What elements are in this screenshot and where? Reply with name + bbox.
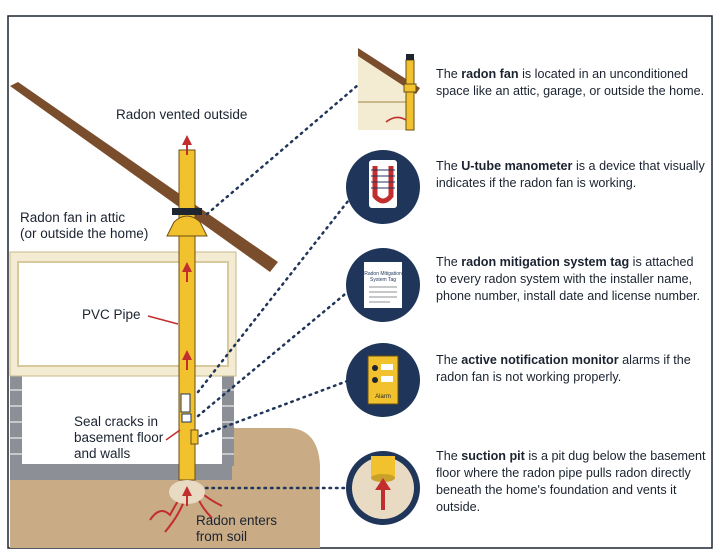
desc-notification-monitor: The active notification monitor alarms i… (436, 352, 706, 386)
desc-suction-pit: The suction pit is a pit dug below the b… (436, 448, 706, 516)
dotted-connectors (196, 83, 360, 490)
tag-line1: Radon Mitigation (364, 271, 402, 277)
desc-tag-pre: The (436, 255, 462, 269)
label-seal-line1: Seal cracks in (74, 414, 159, 429)
label-enters-line2: from soil (196, 529, 248, 544)
desc-monitor-post: alarms if the radon fan is not working p… (436, 353, 691, 384)
label-radon-enters: Radon enters from soil (196, 513, 296, 545)
desc-fan-bold: radon fan (461, 67, 519, 81)
fan-top-band (172, 208, 202, 215)
desc-manometer-bold: U-tube manometer (461, 159, 573, 173)
desc-monitor-pre: The (436, 353, 462, 367)
wall-monitor (190, 429, 199, 445)
desc-tag-bold: radon mitigation system tag (461, 255, 630, 269)
notification-monitor-icon: Alarm (346, 343, 420, 417)
tag-line2: System Tag (370, 277, 396, 283)
pipe-arrows (182, 135, 192, 506)
desc-pit-post: is a pit dug below the basement floor wh… (436, 449, 706, 514)
label-fan-line1: Radon fan in attic (20, 210, 126, 225)
roof-line (10, 82, 278, 272)
desc-monitor-bold: active notification monitor (461, 353, 619, 367)
suction-pit-icon (346, 451, 420, 525)
label-fan-in-attic: Radon fan in attic (or outside the home) (20, 210, 148, 242)
desc-system-tag: The radon mitigation system tag is attac… (436, 254, 706, 305)
label-vented-outside: Radon vented outside (116, 107, 248, 122)
basement-wall-right (222, 374, 234, 466)
seal-leader (165, 429, 181, 441)
label-pvc-pipe: PVC Pipe (82, 307, 141, 322)
basement-wall-left (10, 374, 22, 466)
label-enters-line1: Radon enters (196, 513, 278, 528)
desc-manometer-post: is a device that visually indicates if t… (436, 159, 705, 190)
desc-radon-fan: The radon fan is located in an unconditi… (436, 66, 706, 100)
label-seal-line2: basement floor (74, 430, 164, 445)
label-seal-line3: and walls (74, 446, 131, 461)
desc-manometer: The U-tube manometer is a device that vi… (436, 158, 706, 192)
desc-fan-pre: The (436, 67, 462, 81)
label-seal-cracks: Seal cracks in basement floor and walls (74, 414, 163, 462)
basement-wall-blocks (10, 389, 234, 455)
system-tag-icon: Radon Mitigation System Tag (346, 248, 420, 322)
desc-tag-post: is attached to every radon system with t… (436, 255, 700, 303)
radon-fan (166, 215, 208, 237)
soil (10, 428, 320, 548)
pvc-leader (147, 315, 179, 325)
monitor-alarm-text: Alarm (375, 394, 391, 400)
desc-pit-pre: The (436, 449, 462, 463)
desc-fan-post: is located in an unconditioned space lik… (436, 67, 705, 98)
pipe-tag (181, 413, 192, 423)
desc-pit-bold: suction pit (461, 449, 525, 463)
desc-manometer-pre: The (436, 159, 462, 173)
figure-border (7, 15, 713, 549)
u-tube-manometer-icon (346, 150, 420, 224)
pipe-manometer (180, 393, 191, 413)
house-fan-icon (358, 48, 420, 131)
basement-floor-slab (10, 464, 232, 480)
label-fan-line2: (or outside the home) (20, 226, 149, 241)
